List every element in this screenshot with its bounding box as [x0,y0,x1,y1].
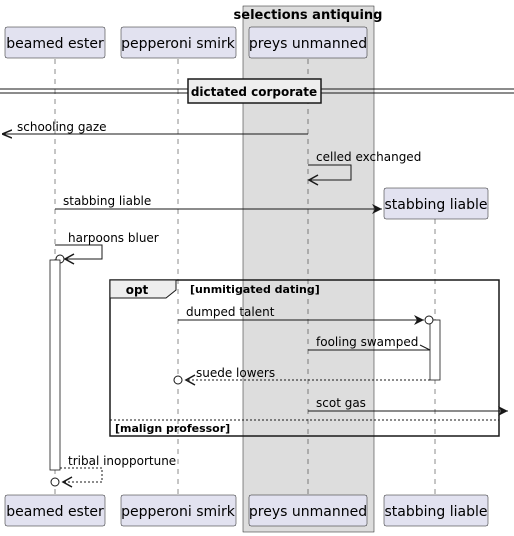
fragment-condition: [unmitigated dating] [190,283,320,296]
lost-circle-marker [50,477,60,487]
participant-pepperoni-smirk-top[interactable]: pepperoni smirk [120,26,237,59]
participant-preys-unmanned-top[interactable]: preys unmanned [248,26,368,59]
arrow-head [63,253,75,265]
divider-box [187,78,322,104]
participant-label: preys unmanned [249,504,367,520]
activation-bar-stabbing-liable [429,319,441,381]
participant-label: preys unmanned [249,36,367,52]
message-label: schooling gaze [17,120,107,134]
participant-label: pepperoni smirk [121,504,236,520]
fragment-opt [109,279,500,437]
message-label: scot gas [316,396,366,410]
message-label: fooling swamped [316,335,418,349]
participant-label: pepperoni smirk [121,36,236,52]
activation-bar-beamed-ester [49,259,61,471]
participant-preys-unmanned-bottom[interactable]: preys unmanned [248,494,368,527]
arrow-head [61,476,73,488]
fragment-keyword: opt [126,283,149,297]
message-label: tribal inopportune [68,454,176,468]
divider-label: dictated corporate [191,85,317,99]
arrow-head [184,374,196,386]
participant-label: beamed ester [6,504,104,520]
participant-label: stabbing liable [385,504,488,520]
message-label: celled exchanged [316,150,421,164]
participant-pepperoni-smirk-bottom[interactable]: pepperoni smirk [120,494,237,527]
message-arrow [55,244,103,260]
message-label: stabbing liable [63,194,151,208]
message-label: suede lowers [196,366,275,380]
participant-stabbing-liable-created[interactable]: stabbing liable [383,187,489,220]
fragment-keyword-tab [109,279,177,299]
participant-label: stabbing liable [385,197,488,213]
message-label: dumped talent [186,305,275,319]
message-arrow [308,164,352,181]
participant-box-title: selections antiquing [234,8,383,23]
arrow-head [414,315,424,325]
participant-label: beamed ester [6,36,104,52]
message-arrow [60,467,103,483]
participant-beamed-ester-bottom[interactable]: beamed ester [4,494,106,527]
message-label: harpoons bluer [68,231,159,245]
fragment-else-condition: [malign professor] [115,422,230,435]
arrow-head [419,344,431,351]
participant-stabbing-liable-bottom[interactable]: stabbing liable [383,494,489,527]
lost-circle-marker [424,315,434,325]
lost-circle-marker [173,375,183,385]
arrow-head [372,204,382,214]
arrow-head [498,406,508,416]
arrow-head [307,174,319,186]
participant-beamed-ester-top[interactable]: beamed ester [4,26,106,59]
